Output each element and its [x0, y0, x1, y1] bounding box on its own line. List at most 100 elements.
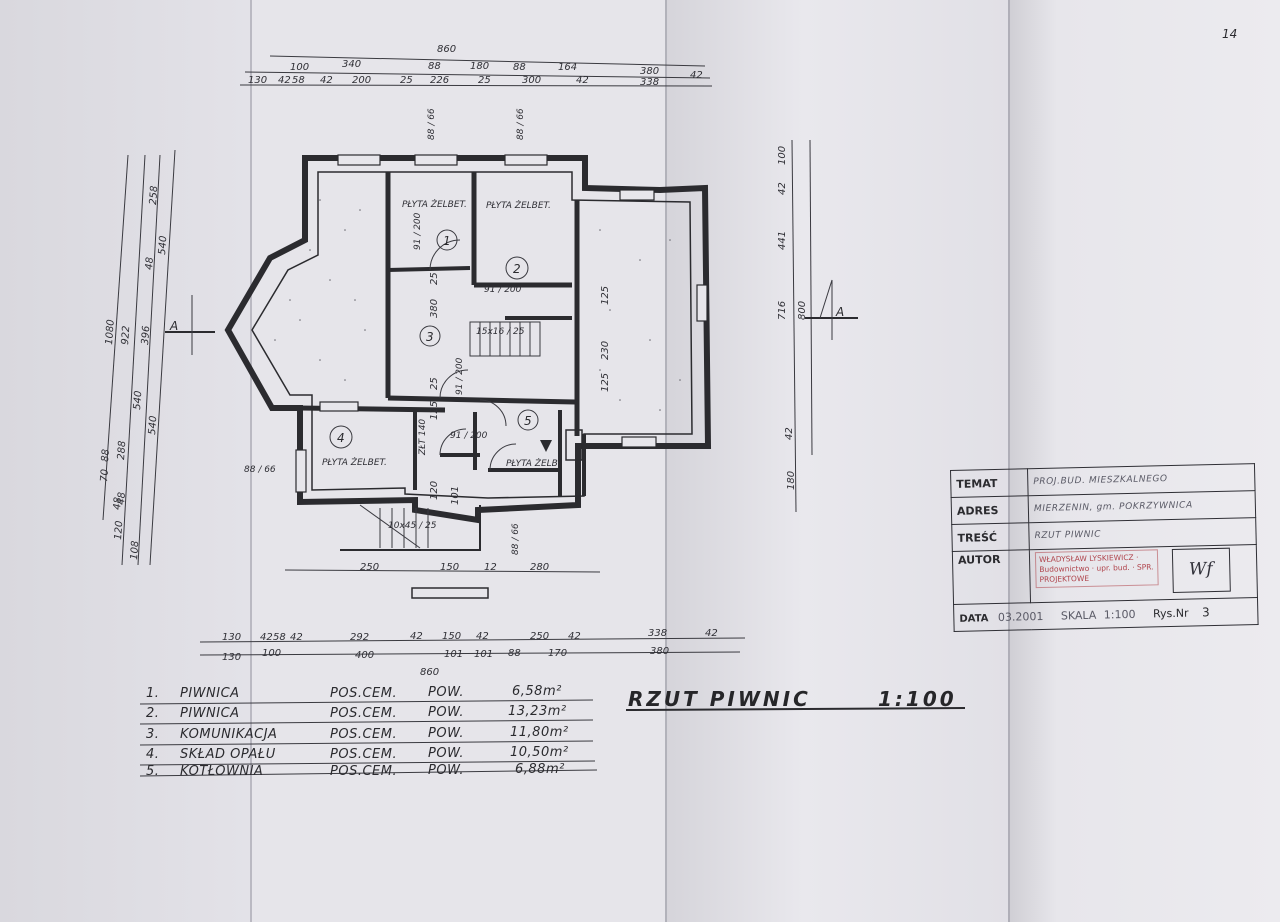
- dim-left: 540: [132, 390, 144, 410]
- fold-line: [250, 0, 252, 922]
- dim-left: 1080: [104, 319, 117, 345]
- date-label: DATA: [959, 613, 989, 625]
- area-row-label: POW.: [428, 726, 464, 741]
- title-block-label: TEMAT: [950, 468, 1029, 498]
- area-row-value: 6,88m²: [515, 762, 565, 777]
- date-value: 03.2001: [997, 609, 1044, 624]
- inner-dim: 101: [450, 486, 461, 505]
- area-row-name: PIWNICA: [180, 706, 240, 721]
- section-label: A: [169, 319, 178, 333]
- dim-top: 130: [248, 75, 267, 86]
- dim-left: 540: [147, 415, 159, 435]
- paper-panel-middle: [665, 0, 1010, 922]
- under-plan-dimension: [284, 569, 601, 599]
- dim-top: 340: [342, 59, 361, 70]
- area-row-label: POW.: [428, 763, 464, 778]
- top-dimension-lines: 860 100 340 88 180 88 164 380 130 42 58 …: [239, 44, 713, 88]
- room-number: 2: [513, 262, 521, 276]
- dim-top: 180: [470, 61, 489, 72]
- dim-bottom: 88: [508, 648, 521, 659]
- dim-under: 280: [530, 562, 549, 573]
- room-number: 1: [443, 234, 451, 248]
- scale-label: SKALA: [1060, 608, 1097, 623]
- room-number: 4: [337, 431, 345, 445]
- fold-line: [1008, 0, 1010, 922]
- dim-bottom: 400: [355, 650, 374, 661]
- area-row: 3. KOMUNIKACJA POS.CEM. POW. 11,80m²: [146, 725, 569, 742]
- title-block-label: ADRES: [951, 495, 1029, 525]
- area-row-no: 4.: [146, 747, 159, 762]
- stair-external: [340, 504, 481, 551]
- dim-top: 226: [430, 75, 449, 86]
- dim-top: 88: [428, 61, 441, 72]
- dim-bottom: 42: [290, 632, 303, 643]
- room-number: 5: [524, 414, 532, 428]
- area-row-value: 6,58m²: [512, 684, 562, 699]
- area-row-no: 1.: [146, 686, 159, 701]
- bottom-dimension-lines: [199, 637, 746, 656]
- dim-left: 396: [140, 325, 152, 345]
- dim-bottom: 42: [705, 628, 718, 639]
- dim-left: 48: [112, 497, 124, 510]
- area-row: 1. PIWNICA POS.CEM. POW. 6,58m²: [146, 684, 562, 701]
- area-row: 5. KOTŁOWNIA POS.CEM. POW. 6,88m²: [146, 762, 565, 779]
- area-row-label: POW.: [428, 685, 464, 700]
- dim-bottom: 150: [442, 631, 461, 642]
- dim-right: 800: [797, 301, 808, 320]
- section-marker-right: [805, 279, 858, 340]
- dim-bottom: 42: [260, 632, 273, 643]
- slab-note: PŁYTA ŻELBET.: [486, 200, 551, 211]
- dim-left: 48: [116, 492, 128, 505]
- fold-line: [665, 0, 667, 922]
- dim-top: 200: [352, 75, 371, 86]
- stair-label: 15x16 / 25: [476, 327, 525, 337]
- slab-note: PŁYTA ŻELB.: [506, 458, 561, 469]
- author-cell: WŁADYSŁAW LYSKIEWICZ · Budownictwo · upr…: [1029, 544, 1258, 603]
- area-row-no: 3.: [146, 727, 159, 742]
- area-row-floor: POS.CEM.: [330, 706, 397, 721]
- dim-top: 58: [292, 75, 305, 86]
- opening-dim: 88 / 66: [427, 108, 437, 140]
- stair-label: 10x45 / 25: [388, 521, 437, 531]
- dim-top-total: 860: [437, 44, 456, 55]
- dim-right: 42: [777, 182, 788, 195]
- dim-bottom: 170: [548, 648, 567, 659]
- dim-left: 540: [157, 235, 169, 255]
- dim-bottom: 42: [410, 631, 423, 642]
- dim-bottom: 100: [262, 648, 281, 659]
- area-row-value: 11,80m²: [510, 725, 569, 740]
- inner-dim: 380: [429, 299, 440, 318]
- area-row-no: 5.: [146, 764, 159, 779]
- area-row-name: PIWNICA: [180, 686, 240, 701]
- dim-under: 150: [440, 562, 459, 573]
- area-row-name: KOMUNIKACJA: [180, 727, 277, 742]
- dim-right: 180: [786, 471, 797, 490]
- dim-bottom: 130: [222, 652, 241, 663]
- opening-dim: 88 / 66: [511, 523, 521, 555]
- dim-under: 250: [360, 562, 379, 573]
- opening-dim: 91 / 200: [455, 357, 465, 395]
- dim-left: 258: [148, 185, 160, 205]
- area-row-label: POW.: [428, 705, 464, 720]
- title-block: TEMAT PROJ.BUD. MIESZKALNEGO ADRES MIERZ…: [950, 463, 1259, 632]
- scale-value: 1:100: [1103, 607, 1136, 622]
- dim-right: 441: [777, 231, 788, 250]
- drawing-title: RZUT PIWNIC 1:100: [625, 687, 966, 711]
- area-row: 2. PIWNICA POS.CEM. POW. 13,23m²: [146, 704, 566, 721]
- windows: [295, 154, 708, 493]
- area-row-floor: POS.CEM.: [330, 686, 397, 701]
- dim-top: 42: [320, 75, 333, 86]
- right-dimension-lines: [791, 139, 813, 513]
- dim-top: 164: [558, 62, 577, 73]
- drawing-title-text: RZUT PIWNIC: [628, 687, 811, 711]
- opening-dim: 88 / 66: [516, 108, 526, 140]
- dim-bottom: 130: [222, 632, 241, 643]
- room-area-table: [139, 699, 598, 777]
- dim-left: 108: [129, 540, 141, 560]
- opening-dim: 91 / 200: [413, 212, 423, 250]
- slab-note: PŁYTA ŻELBET.: [402, 199, 467, 210]
- drawing-no-value: 3: [1201, 605, 1210, 620]
- area-row-floor: POS.CEM.: [330, 764, 397, 779]
